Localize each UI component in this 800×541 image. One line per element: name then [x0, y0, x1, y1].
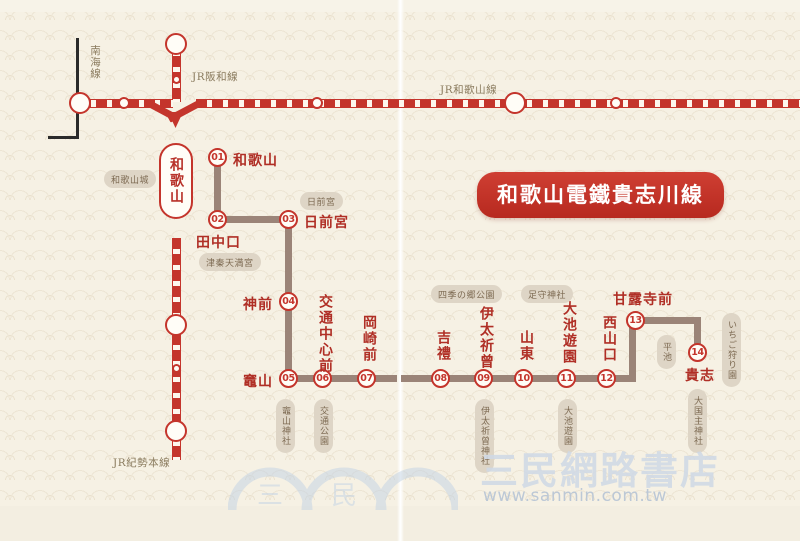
station-label-12: 西山口: [601, 315, 617, 363]
station-label-08: 吉禮: [435, 330, 451, 362]
landmark-tag-strawberry-farm: いちご狩り園: [722, 313, 741, 387]
wakayama-hub-station[interactable]: 和歌山: [159, 143, 193, 219]
station-marker-07[interactable]: 07: [357, 369, 376, 388]
jr-kisei-line-label: JR紀勢本線: [113, 457, 171, 469]
landmark-tag-kotsu-park: 交通公園: [314, 399, 333, 453]
jr-kisei-station-2[interactable]: [172, 364, 181, 373]
station-label-11: 大池遊園: [561, 301, 577, 365]
station-marker-03[interactable]: 03: [279, 210, 298, 229]
kishigawa-segment-12-13: [629, 317, 636, 382]
jr-hanwa-terminus-station[interactable]: [165, 33, 187, 55]
landmark-tag-ashimori-shrine: 足守神社: [521, 285, 574, 303]
nankai-line-label: 南海線: [89, 45, 101, 80]
landmark-tag-tsuhata-tenmangu: 津秦天満宮: [199, 253, 261, 271]
station-marker-02[interactable]: 02: [208, 210, 227, 229]
jr-kisei-station-1[interactable]: [165, 314, 187, 336]
landmark-tag-oike-park: 大池遊園: [558, 399, 577, 453]
station-marker-05[interactable]: 05: [279, 369, 298, 388]
landmark-tag-okuninushi-shrine: 大国主神社: [688, 389, 707, 453]
kishigawa-mainline-west: [285, 375, 397, 382]
station-marker-01[interactable]: 01: [208, 148, 227, 167]
station-marker-10[interactable]: 10: [514, 369, 533, 388]
kishigawa-segment-02-03: [214, 216, 292, 223]
jr-kisei-station-3[interactable]: [165, 420, 187, 442]
landmark-tag-nichizengu: 日前宮: [300, 192, 343, 210]
kishigawa-segment-13-corner: [629, 317, 701, 324]
station-label-14: 貴志: [685, 368, 715, 384]
nankai-line-horizontal: [48, 136, 79, 139]
jr-wakayama-west-terminus-station[interactable]: [69, 92, 91, 114]
jr-wakayama-station-e3[interactable]: [610, 97, 622, 109]
jr-wakayama-station-e2[interactable]: [504, 92, 526, 114]
book-gutter: [397, 0, 404, 541]
station-label-06: 交通中心前: [317, 294, 333, 374]
nankai-line-vertical: [76, 38, 79, 138]
station-marker-14[interactable]: 14: [688, 343, 707, 362]
landmark-tag-shikinosato-park: 四季の郷公園: [431, 285, 503, 303]
jr-hanwa-intermediate-station[interactable]: [172, 75, 181, 84]
jr-wakayama-station-w1[interactable]: [118, 97, 130, 109]
jr-wakayama-station-e1[interactable]: [311, 97, 323, 109]
station-label-03: 日前宮: [304, 215, 349, 231]
station-marker-13[interactable]: 13: [626, 311, 645, 330]
station-marker-04[interactable]: 04: [279, 292, 298, 311]
station-label-01: 和歌山: [233, 153, 278, 169]
station-marker-06[interactable]: 06: [313, 369, 332, 388]
station-label-10: 山東: [518, 330, 534, 362]
jr-hanwa-line: [172, 40, 181, 102]
station-label-04: 神前: [243, 297, 273, 313]
station-marker-09[interactable]: 09: [474, 369, 493, 388]
kishigawa-segment-corner-14: [694, 317, 701, 352]
station-label-05: 竈山: [243, 374, 273, 390]
jr-wakayama-line-label: JR和歌山線: [440, 84, 498, 96]
jr-hanwa-line-label: JR阪和線: [192, 71, 239, 83]
station-marker-08[interactable]: 08: [431, 369, 450, 388]
map-title-banner: 和歌山電鐵貴志川線: [477, 172, 724, 218]
kishigawa-segment-01-02: [214, 160, 221, 220]
jr-kisei-line: [172, 238, 181, 460]
station-marker-11[interactable]: 11: [557, 369, 576, 388]
landmark-tag-hiraike: 平池: [657, 335, 676, 369]
jr-wakayama-line-east: [196, 99, 800, 108]
landmark-tag-itakiso-shrine: 伊太祈曾神社: [475, 399, 494, 473]
station-label-07: 岡崎前: [361, 315, 377, 363]
station-marker-12[interactable]: 12: [597, 369, 616, 388]
station-label-13: 甘露寺前: [613, 292, 673, 308]
station-label-09: 伊太祈曾: [478, 306, 494, 370]
landmark-tag-kamayama-shrine: 竈山神社: [276, 399, 295, 453]
station-label-02: 田中口: [196, 235, 241, 251]
landmark-tag-wakayama-castle: 和歌山城: [104, 170, 157, 188]
